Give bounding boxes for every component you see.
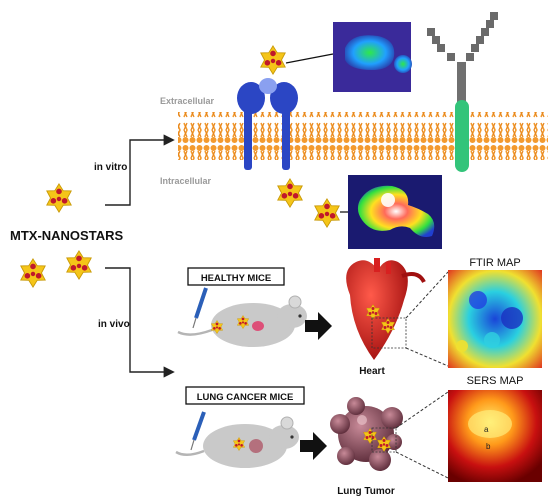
nanostar-icon bbox=[20, 258, 46, 288]
nanostar-icon bbox=[260, 45, 286, 75]
arrow-icon bbox=[300, 432, 327, 460]
sers-map-image bbox=[448, 390, 542, 482]
intracellular-label: Intracellular bbox=[160, 176, 212, 186]
arrow-icon bbox=[305, 312, 332, 340]
nanostar-icon bbox=[66, 250, 92, 280]
ftir-map-title: FTIR MAP bbox=[469, 257, 520, 269]
channel-protein bbox=[455, 100, 469, 172]
in-vitro-arrow bbox=[105, 134, 175, 206]
lung-cancer-mice-label: LUNG CANCER MICE bbox=[197, 392, 294, 403]
lung-tumor-label: Lung Tumor bbox=[337, 486, 395, 497]
in-vivo-label: in vivo bbox=[98, 319, 130, 330]
zoom-box bbox=[371, 317, 407, 349]
zoom-box bbox=[371, 427, 397, 453]
mouse-icon bbox=[175, 416, 299, 468]
antibody-icon bbox=[427, 12, 498, 106]
nanostar-icon bbox=[314, 198, 340, 228]
receptor-icon bbox=[237, 78, 298, 170]
nanostar-icon bbox=[277, 178, 303, 208]
sers-map-title: SERS MAP bbox=[467, 375, 524, 387]
mouse-icon bbox=[177, 295, 307, 347]
extracellular-label: Extracellular bbox=[160, 96, 215, 106]
syringe-icon bbox=[192, 287, 208, 329]
ftir-map-image bbox=[448, 270, 542, 368]
in-vivo-arrow bbox=[105, 267, 175, 378]
healthy-mice-label: HEALTHY MICE bbox=[201, 273, 271, 284]
cell-membrane bbox=[178, 112, 548, 160]
sers-point-b: b bbox=[486, 442, 491, 451]
nanostar-icon bbox=[46, 183, 72, 213]
sers-point-a: a bbox=[484, 425, 489, 434]
heart-label: Heart bbox=[359, 366, 385, 377]
healthy-mice-box bbox=[187, 267, 285, 286]
in-vitro-label: in vitro bbox=[94, 162, 127, 173]
cell-image-bottom bbox=[348, 175, 442, 249]
main-label: MTX-NANOSTARS bbox=[10, 228, 123, 243]
lung-cancer-mice-box bbox=[185, 386, 305, 405]
pointer-line bbox=[285, 53, 334, 64]
heart-icon bbox=[346, 258, 426, 360]
syringe-icon bbox=[190, 411, 206, 451]
cell-image-top bbox=[333, 22, 412, 92]
